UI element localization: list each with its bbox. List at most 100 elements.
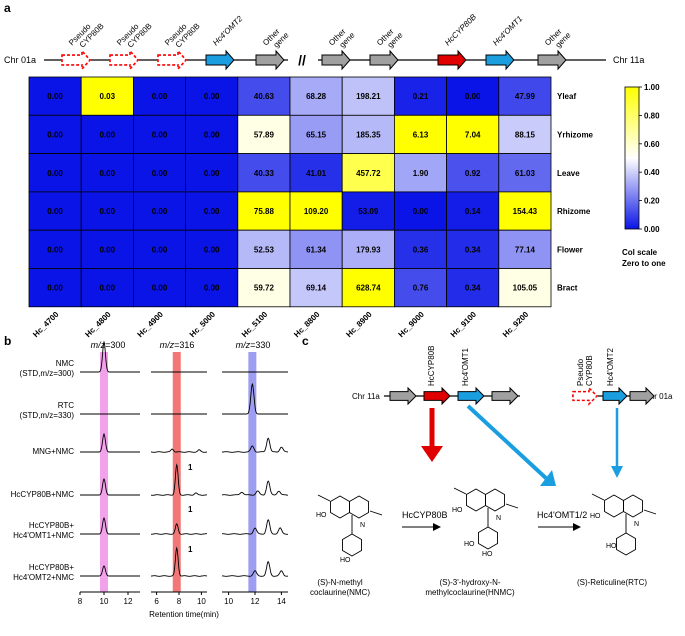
heatmap-cell-value: 61.03: [515, 169, 536, 178]
svg-text:HO: HO: [606, 543, 617, 550]
heatmap-cell: [185, 229, 239, 269]
chromatogram-trace: [80, 517, 140, 535]
gene-label: PseudoCYP80B: [67, 15, 106, 54]
heatmap-cell: [80, 76, 134, 116]
legend-subtitle: Zero to one: [622, 259, 666, 268]
heatmap-cell-value: 0.00: [152, 207, 168, 216]
heatmap-cell-value: 69.14: [306, 284, 327, 293]
svg-text:HO: HO: [482, 551, 493, 558]
heatmap-cell-value: 109.20: [304, 207, 329, 216]
heatmap-cell-value: 0.00: [47, 207, 63, 216]
heatmap-cell: [80, 114, 134, 155]
legend-tick: 0.40: [644, 168, 660, 177]
gene-label: Hc4'OMT1: [461, 347, 470, 386]
legend-tick: 1.00: [644, 83, 660, 92]
heatmap-cell-value: 0.00: [100, 245, 116, 254]
legend-tick: 0.00: [644, 225, 660, 234]
heatmap-cell: [498, 191, 552, 231]
heatmap-cell-value: 7.04: [465, 130, 481, 139]
heatmap-cell-value: 61.34: [306, 245, 327, 254]
heatmap-cell: [289, 153, 343, 193]
heatmap-cell-value: 0.00: [152, 245, 168, 254]
svg-text:HO: HO: [464, 541, 475, 548]
heatmap-cell: [289, 229, 343, 269]
heatmap-cell: [132, 153, 186, 193]
enzyme-label: Hc4'OMT1/2: [537, 510, 587, 520]
heatmap-cell: [237, 268, 291, 308]
heatmap-cell: [393, 114, 447, 155]
heatmap-cell: [132, 191, 186, 231]
heatmap-cell-value: 0.34: [465, 245, 481, 254]
gene-arrow: [437, 49, 467, 71]
heatmap-cell-value: 0.00: [413, 207, 429, 216]
legend-tick: 0.20: [644, 197, 660, 206]
heatmap-cell-value: 0.34: [465, 284, 481, 293]
heatmap-cell: [28, 153, 82, 193]
trace-label: MNG+NMC: [32, 447, 74, 456]
chromatogram-trace: [80, 565, 140, 577]
x-tick-label: 12: [124, 597, 133, 606]
mz-header: m/z=330: [236, 340, 271, 350]
heatmap-cell: [393, 268, 447, 308]
peak-label: 1: [188, 545, 193, 554]
gene-label: Othergene: [261, 24, 291, 54]
heatmap-cell: [446, 268, 500, 308]
heatmap-cell-value: 0.00: [152, 169, 168, 178]
heatmap-cell: [289, 268, 343, 308]
heatmap-cell: [132, 76, 186, 116]
heatmap-cell: [185, 153, 239, 193]
heatmap-row-label: Rhizome: [557, 207, 591, 216]
compound-label: coclaurine(NMC): [310, 588, 370, 597]
panel-b-label: b: [4, 334, 11, 348]
svg-text:HO: HO: [452, 507, 463, 514]
peak-label: 1: [188, 505, 193, 514]
gene-arrow: [321, 49, 351, 71]
legend-title: Col scale: [622, 248, 658, 257]
compound-label: (S)-N-methyl: [317, 578, 363, 587]
heatmap-cell: [289, 191, 343, 231]
panel-c-label: c: [302, 334, 309, 348]
chromatogram-trace: [221, 480, 288, 496]
x-axis-title: Retention time(min): [149, 610, 219, 619]
heatmap-cell: [185, 114, 239, 155]
break-symbol: //: [298, 52, 306, 68]
retention-highlight-band: [100, 352, 108, 592]
heatmap-cell-value: 0.00: [152, 130, 168, 139]
heatmap-column-label: Hc_4800: [83, 309, 113, 339]
compound-label: (S)-3'-hydroxy-N-: [439, 578, 500, 587]
pseudo-gene-arrow: [61, 48, 92, 72]
trace-label: RTC: [58, 401, 75, 410]
svg-text:N: N: [496, 515, 501, 522]
heatmap-cell: [341, 153, 395, 193]
heatmap-column-label: Hc_9100: [449, 309, 479, 339]
heatmap-cell: [80, 268, 134, 308]
x-tick-label: 8: [177, 597, 182, 606]
heatmap-column-label: Hc_4900: [136, 309, 166, 339]
chromatogram-trace: [80, 478, 140, 496]
svg-text:N: N: [360, 522, 365, 529]
svg-text:N: N: [634, 521, 639, 528]
gene-arrow: [602, 386, 628, 406]
heatmap-cell-value: 457.72: [356, 169, 381, 178]
chromatogram-trace: [80, 340, 140, 373]
heatmap-cell-value: 40.63: [254, 92, 275, 101]
svg-text:HO: HO: [340, 557, 351, 564]
heatmap-cell: [498, 153, 552, 193]
trace-label: (STD,m/z=330): [20, 411, 75, 420]
compound-label: (S)-Reticuline(RTC): [577, 578, 647, 587]
heatmap-cell-value: 154.43: [513, 207, 538, 216]
heatmap-cell: [498, 268, 552, 308]
heatmap-cell-value: 0.03: [100, 92, 116, 101]
chromatogram-trace: [222, 382, 288, 415]
svg-text:HO: HO: [316, 512, 327, 519]
heatmap-cell-value: 0.36: [413, 245, 429, 254]
x-tick-label: 10: [100, 597, 109, 606]
heatmap-row-label: Leave: [557, 169, 580, 178]
chr-left-label: Chr 01a: [4, 55, 36, 65]
heatmap-cell-value: 0.00: [204, 130, 220, 139]
heatmap-cell-value: 0.00: [100, 169, 116, 178]
heatmap-cell-value: 0.14: [465, 207, 481, 216]
heatmap-cell-value: 40.33: [254, 169, 275, 178]
